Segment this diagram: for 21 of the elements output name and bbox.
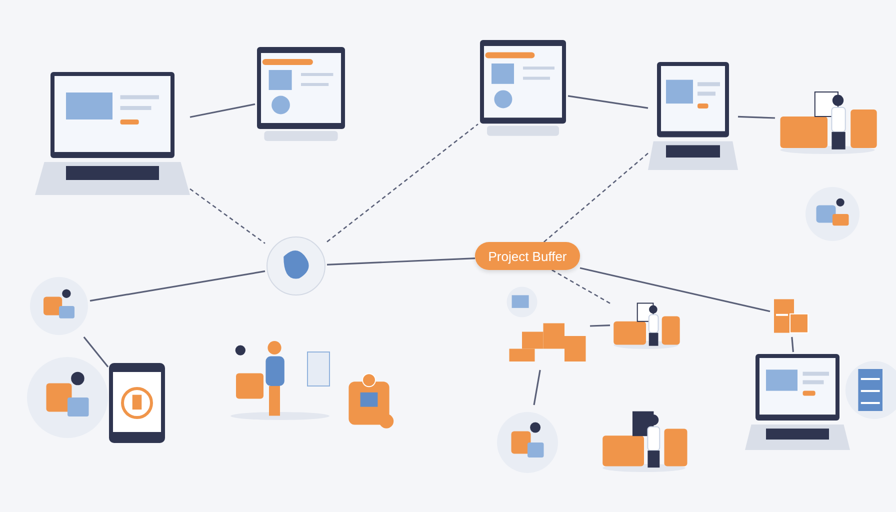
dashed-connector xyxy=(552,269,610,304)
laptop-drawing xyxy=(35,70,190,195)
connector xyxy=(580,267,770,312)
connector xyxy=(791,336,794,352)
connector xyxy=(533,370,541,406)
connector xyxy=(83,336,109,368)
laptop-drawing xyxy=(648,60,738,170)
dashed-connector xyxy=(326,124,478,242)
hub-circle xyxy=(265,235,327,297)
connector xyxy=(326,258,476,266)
connector xyxy=(738,116,776,119)
scene-circle-drawing xyxy=(28,275,90,337)
connector xyxy=(590,324,610,327)
connector xyxy=(568,95,648,109)
laptop-drawing xyxy=(745,352,850,450)
label-pill: Project Buffer xyxy=(475,242,580,270)
connector xyxy=(90,270,266,302)
dashed-connector xyxy=(190,188,266,244)
dashed-connector xyxy=(543,152,648,242)
connector xyxy=(190,103,256,118)
tablet-drawing xyxy=(108,362,166,444)
